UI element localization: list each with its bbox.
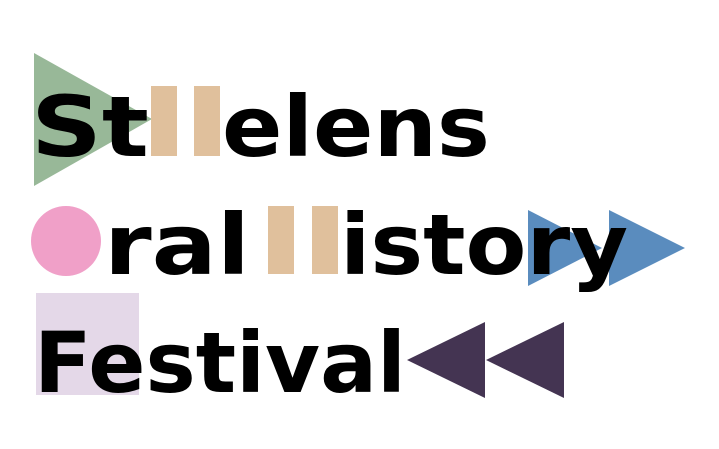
lilac-square [36, 293, 139, 395]
purple-rewind-triangle-right [486, 322, 564, 398]
green-play-triangle [34, 53, 152, 186]
line1-text-elens: elens [222, 78, 490, 176]
line2-text-ral: ral [104, 196, 250, 294]
blue-triangle-left [528, 210, 602, 286]
line3-text-festival: Festival [34, 314, 406, 412]
tan-bar-right-2 [312, 206, 338, 274]
tan-bar-left [151, 86, 177, 156]
tan-bar-right [194, 86, 220, 156]
purple-rewind-triangle-left [407, 322, 485, 398]
pink-circle [31, 206, 101, 276]
line1-text-st: St [31, 78, 149, 176]
tan-bar-left-2 [268, 206, 294, 274]
blue-triangle-right [609, 210, 685, 286]
line2-text-istory: istory [340, 196, 628, 294]
